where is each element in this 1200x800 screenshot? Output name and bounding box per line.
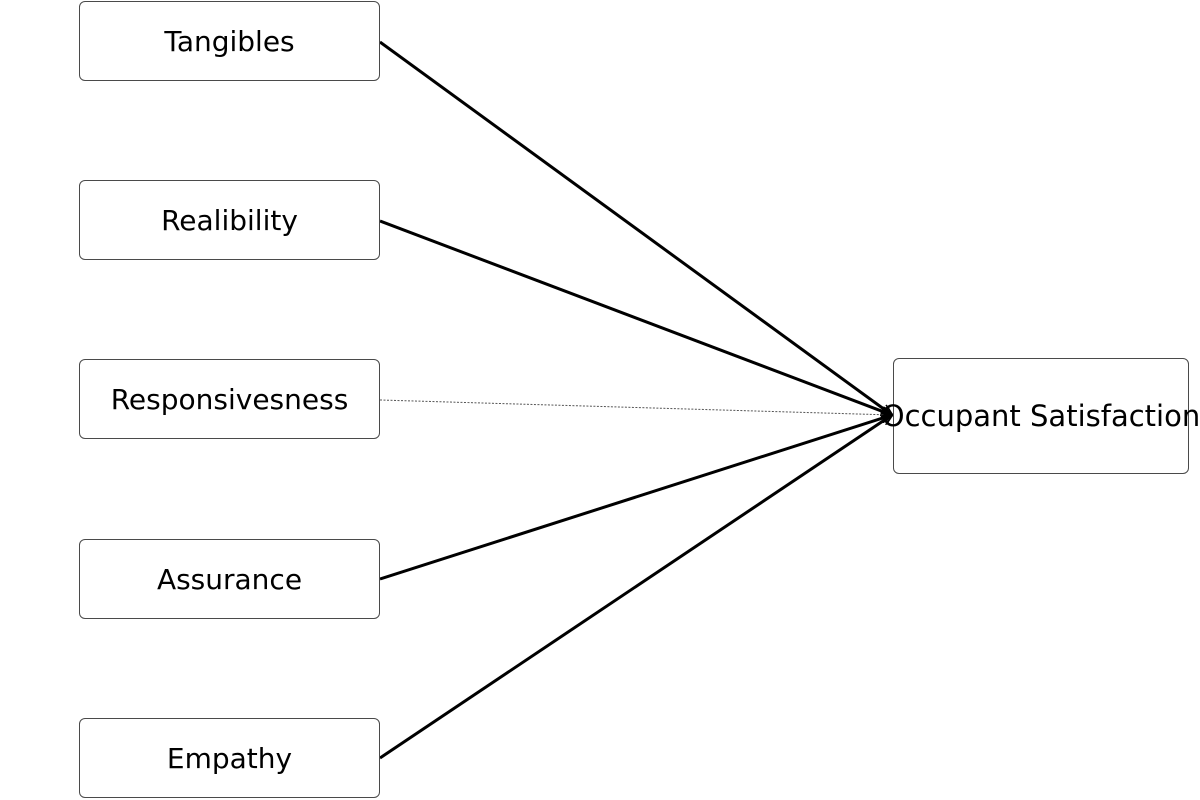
- node-label: Empathy: [166, 741, 293, 775]
- node-label: Occupant Satisfaction: [881, 399, 1200, 433]
- node-realibility: Realibility: [79, 180, 380, 260]
- node-responsivesness: Responsivesness: [79, 359, 380, 439]
- node-label: Tangibles: [164, 24, 295, 58]
- node-assurance: Assurance: [79, 539, 380, 619]
- node-occupant-satisfaction: Occupant Satisfaction: [882, 358, 1200, 474]
- node-label: Assurance: [156, 562, 303, 596]
- arrow-assurance-to-occupant-satisfaction: [379, 415, 892, 581]
- arrow-responsivesness-to-occupant-satisfaction: [379, 399, 892, 415]
- arrow-realibility-to-occupant-satisfaction: [379, 219, 892, 415]
- arrow-tangibles-to-occupant-satisfaction: [379, 40, 892, 415]
- node-empathy: Empathy: [79, 718, 380, 798]
- node-tangibles: Tangibles: [79, 1, 380, 81]
- node-label: Responsivesness: [110, 382, 349, 416]
- arrow-empathy-to-occupant-satisfaction: [379, 415, 892, 760]
- node-label: Realibility: [161, 203, 298, 237]
